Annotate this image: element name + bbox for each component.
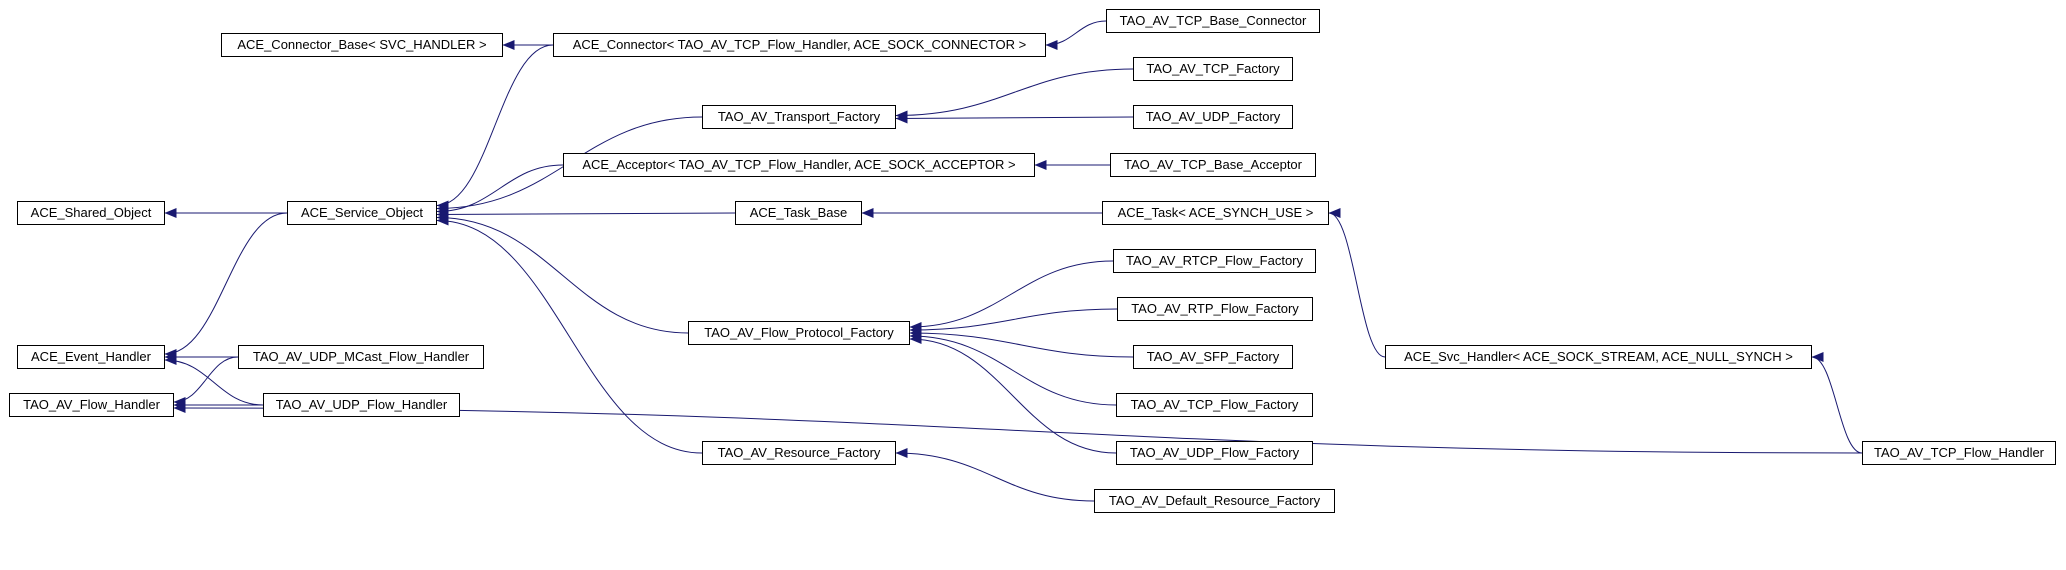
node-tao-av-sfp-factory[interactable]: TAO_AV_SFP_Factory	[1133, 345, 1293, 369]
node-tao-av-udp-flow-handler[interactable]: TAO_AV_UDP_Flow_Handler	[263, 393, 460, 417]
inheritance-edge-tao-av-tcp-factory-to-tao-av-transport-factory	[895, 68, 1134, 121]
node-tao-av-flow-protocol-factory[interactable]: TAO_AV_Flow_Protocol_Factory	[688, 321, 910, 345]
inheritance-edge-ace-task-base-to-ace-service-object	[436, 209, 736, 220]
node-ace-connector[interactable]: ACE_Connector< TAO_AV_TCP_Flow_Handler, …	[553, 33, 1046, 57]
node-tao-av-tcp-factory[interactable]: TAO_AV_TCP_Factory	[1133, 57, 1293, 81]
node-ace-service-object[interactable]: ACE_Service_Object	[287, 201, 437, 225]
inheritance-edge-tao-av-flow-protocol-factory-to-ace-service-object	[436, 212, 689, 334]
node-tao-av-transport-factory[interactable]: TAO_AV_Transport_Factory	[702, 105, 896, 129]
inheritance-edge-tao-av-tcp-base-connector-to-ace-connector	[1045, 20, 1107, 50]
inheritance-edge-ace-service-object-to-ace-event-handler	[164, 212, 288, 359]
node-tao-av-tcp-base-connector[interactable]: TAO_AV_TCP_Base_Connector	[1106, 9, 1320, 33]
node-ace-shared-object[interactable]: ACE_Shared_Object	[17, 201, 165, 225]
inheritance-edge-ace-acceptor-to-ace-service-object	[436, 164, 564, 217]
node-ace-acceptor[interactable]: ACE_Acceptor< TAO_AV_TCP_Flow_Handler, A…	[563, 153, 1035, 177]
inheritance-edge-tao-av-rtcp-flow-factory-to-tao-av-flow-protocol-factory	[909, 260, 1114, 332]
node-tao-av-resource-factory[interactable]: TAO_AV_Resource_Factory	[702, 441, 896, 465]
inheritance-edge-tao-av-tcp-flow-handler-to-tao-av-flow-handler	[173, 403, 1863, 454]
inheritance-edge-tao-av-udp-factory-to-tao-av-transport-factory	[895, 113, 1134, 124]
inheritance-edge-tao-av-tcp-flow-factory-to-tao-av-flow-protocol-factory	[909, 331, 1117, 406]
node-ace-svc-handler[interactable]: ACE_Svc_Handler< ACE_SOCK_STREAM, ACE_NU…	[1385, 345, 1812, 369]
node-tao-av-tcp-base-acceptor[interactable]: TAO_AV_TCP_Base_Acceptor	[1110, 153, 1316, 177]
inheritance-edge-tao-av-sfp-factory-to-tao-av-flow-protocol-factory	[909, 328, 1134, 358]
node-ace-task-base[interactable]: ACE_Task_Base	[735, 201, 862, 225]
inheritance-edge-ace-connector-to-ace-service-object	[436, 44, 554, 211]
node-tao-av-flow-handler[interactable]: TAO_AV_Flow_Handler	[9, 393, 174, 417]
node-tao-av-udp-flow-factory[interactable]: TAO_AV_UDP_Flow_Factory	[1116, 441, 1313, 465]
node-tao-av-udp-mcast-flow-handler[interactable]: TAO_AV_UDP_MCast_Flow_Handler	[238, 345, 484, 369]
node-tao-av-rtcp-flow-factory[interactable]: TAO_AV_RTCP_Flow_Factory	[1113, 249, 1316, 273]
inheritance-edge-tao-av-udp-flow-handler-to-ace-event-handler	[164, 355, 264, 406]
inheritance-edge-tao-av-udp-mcast-flow-handler-to-tao-av-flow-handler	[173, 356, 239, 407]
node-tao-av-default-resource-factory[interactable]: TAO_AV_Default_Resource_Factory	[1094, 489, 1335, 513]
inheritance-edge-tao-av-resource-factory-to-ace-service-object	[436, 215, 703, 454]
inheritance-edge-tao-av-tcp-flow-handler-to-ace-svc-handler	[1811, 352, 1863, 454]
inheritance-edge-tao-av-udp-flow-factory-to-tao-av-flow-protocol-factory	[909, 334, 1117, 454]
node-ace-event-handler[interactable]: ACE_Event_Handler	[17, 345, 165, 369]
inheritance-edge-tao-av-default-resource-factory-to-tao-av-resource-factory	[895, 448, 1095, 502]
node-tao-av-tcp-flow-factory[interactable]: TAO_AV_TCP_Flow_Factory	[1116, 393, 1313, 417]
node-tao-av-udp-factory[interactable]: TAO_AV_UDP_Factory	[1133, 105, 1293, 129]
node-ace-task[interactable]: ACE_Task< ACE_SYNCH_USE >	[1102, 201, 1329, 225]
node-tao-av-tcp-flow-handler[interactable]: TAO_AV_TCP_Flow_Handler	[1862, 441, 2056, 465]
node-tao-av-rtp-flow-factory[interactable]: TAO_AV_RTP_Flow_Factory	[1117, 297, 1313, 321]
inheritance-edge-tao-av-rtp-flow-factory-to-tao-av-flow-protocol-factory	[909, 308, 1118, 335]
node-ace-connector-base[interactable]: ACE_Connector_Base< SVC_HANDLER >	[221, 33, 503, 57]
inheritance-edge-ace-svc-handler-to-ace-task	[1328, 208, 1386, 358]
